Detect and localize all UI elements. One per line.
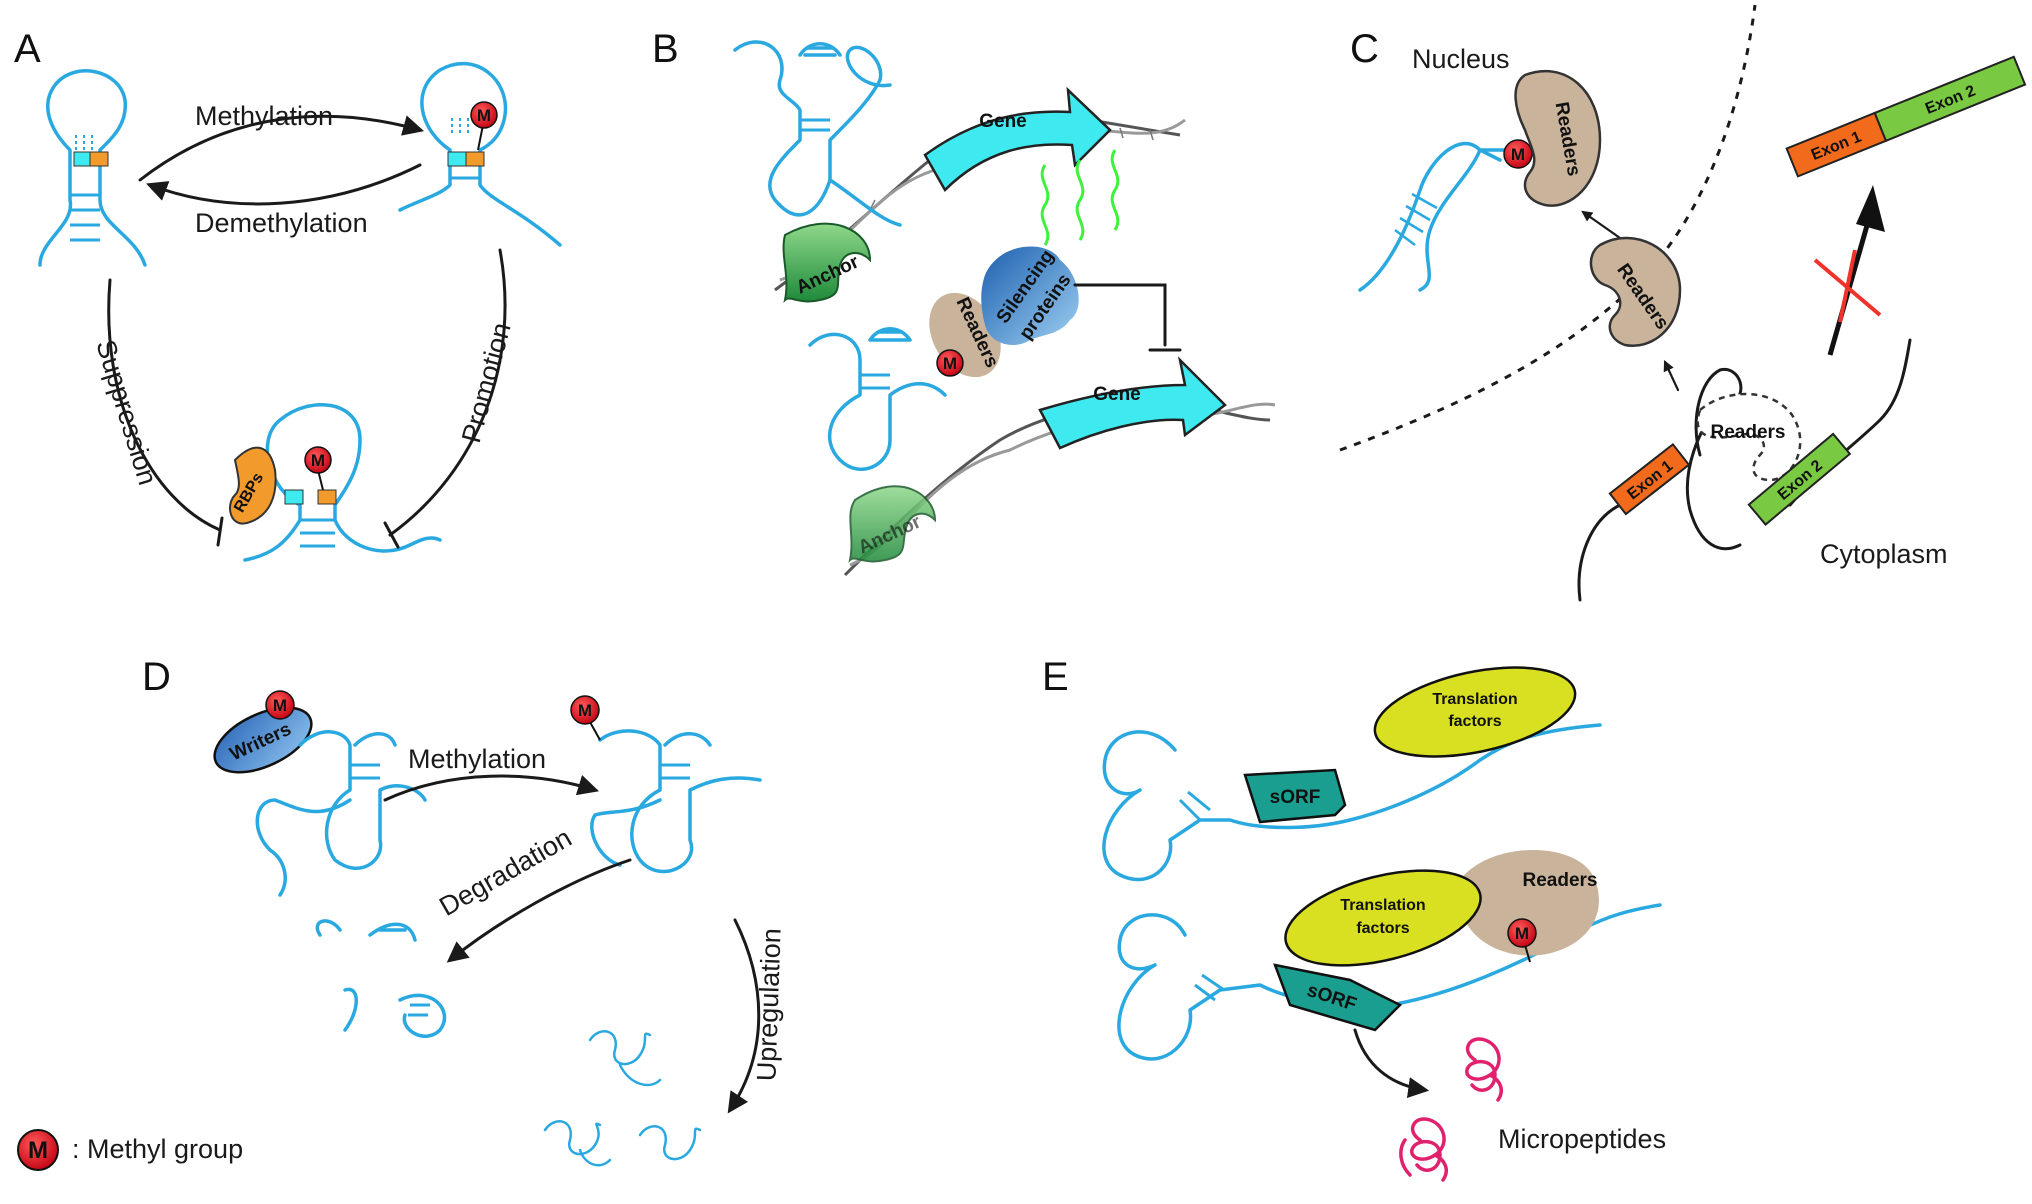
exon1-bottom [1608, 442, 1691, 516]
tf-bottom-line2: factors [1356, 920, 1409, 937]
label-methylation-a: Methylation [195, 101, 333, 131]
methyl-letter: M [1515, 924, 1529, 943]
panel-c: Nucleus Cytoplasm M Readers Readers Read… [1339, 4, 2027, 602]
methyl-letter: M [477, 106, 491, 125]
rna-hairpin-rbp-bound: M RBPs [229, 402, 442, 562]
gene-arrow-top [923, 86, 1112, 193]
label-cytoplasm: Cytoplasm [1820, 539, 1948, 569]
panel-e: sORF Translation factors Readers M Trans… [1102, 666, 1666, 1182]
methyl-letter: M [311, 451, 325, 470]
methyl-letter: M [943, 354, 957, 373]
rna-hairpin-methylated: M [398, 61, 562, 247]
panel-label-c: C [1350, 27, 1379, 71]
methyl-letter: M [273, 696, 287, 715]
legend-methyl-icon [17, 1129, 59, 1171]
methyl-group-icon [1507, 918, 1537, 948]
panel-a: M M RBPs Methylation Demethylation Supp [38, 61, 562, 562]
translation-factor-top [1373, 666, 1577, 758]
rna-hairpin-unmethylated [38, 69, 147, 267]
panel-d: Writers M M Methylation Degradation Upre… [213, 690, 787, 1167]
sorf-top [1243, 768, 1347, 824]
legend-symbol: M [28, 1137, 48, 1164]
sorf-label-top: sORF [1270, 787, 1321, 808]
degraded-rna-fragments [315, 919, 447, 1038]
methyl-group-icon [304, 446, 332, 474]
methyl-group-icon [936, 349, 964, 377]
gene-arrow-bottom [1038, 356, 1227, 450]
label-degradation: Degradation [434, 822, 576, 922]
readers-protein-e [1458, 850, 1599, 956]
legend-label: : Methyl group [72, 1134, 243, 1164]
panel-b: Anchor Gene Anchor Readers M Silencing p… [733, 40, 1276, 577]
tf-top-line2: factors [1448, 713, 1501, 730]
label-nucleus: Nucleus [1412, 44, 1510, 74]
writers-protein [213, 706, 313, 774]
gene-label-top: Gene [979, 111, 1027, 132]
translation-factor-bottom [1284, 869, 1482, 967]
readers-protein-c-dashed [1696, 392, 1802, 482]
readers-label-c-dashed: Readers [1711, 422, 1786, 443]
silencing-proteins [981, 246, 1079, 345]
gene-label-bottom: Gene [1093, 384, 1141, 405]
anchor-protein-bottom [848, 485, 937, 564]
panel-label-d: D [142, 655, 171, 699]
label-upregulation: Upregulation [751, 928, 786, 1082]
anchor-protein-top [782, 222, 872, 304]
legend: M : Methyl group [17, 1129, 243, 1171]
label-methylation-d: Methylation [408, 744, 546, 774]
methyl-group-icon [570, 695, 600, 725]
methyl-group-icon [470, 101, 498, 129]
label-demethylation-a: Demethylation [195, 208, 368, 238]
methyl-letter: M [1511, 145, 1525, 164]
label-suppression: Suppression [90, 336, 163, 488]
methyl-group-icon [1503, 139, 1533, 169]
exon2-bottom [1747, 432, 1852, 526]
label-micropeptides: Micropeptides [1498, 1124, 1666, 1154]
rbp-protein [229, 446, 277, 525]
readers-protein-c-middle [1589, 236, 1682, 347]
panel-label-b: B [652, 27, 679, 71]
transcripts [1040, 149, 1120, 246]
methyl-letter: M [578, 701, 592, 720]
upregulated-rna-copies [543, 1030, 702, 1167]
readers-protein-c-top [1514, 69, 1602, 207]
methyl-group-icon [265, 690, 295, 720]
micropeptide-icon [1399, 1037, 1503, 1182]
readers-label-e: Readers [1523, 870, 1598, 891]
tf-top-line1: Translation [1432, 691, 1517, 708]
label-promotion: Promotion [456, 319, 517, 446]
exon2-top [1873, 55, 2027, 143]
panel-label-a: A [14, 27, 41, 71]
sorf-bottom [1273, 963, 1403, 1032]
tf-bottom-line1: Translation [1340, 897, 1425, 914]
panel-label-e: E [1042, 655, 1069, 699]
